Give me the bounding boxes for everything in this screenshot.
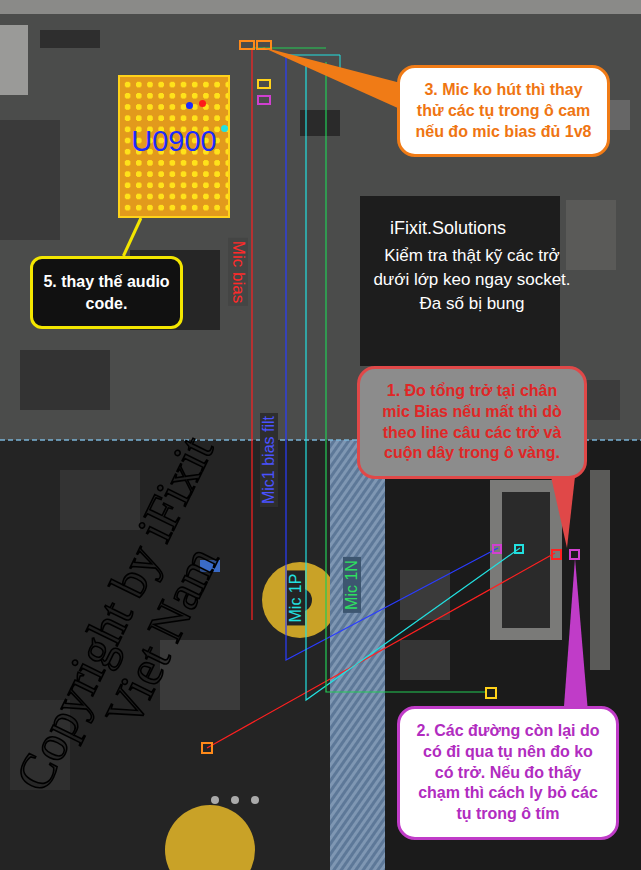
- signal-name: Mic 1N: [343, 557, 361, 613]
- signal-name: Mic1 bias filt: [260, 413, 278, 507]
- callout-box: 3. Mic ko hút thì thay thử các tụ trong …: [397, 65, 610, 157]
- signal-name: Mic bias: [228, 238, 248, 306]
- signal-name: Mic 1P: [287, 571, 305, 626]
- watermark: Copyright by iFixit Viet Nam: [0, 413, 277, 837]
- pin-marker: [221, 125, 228, 132]
- node-text: U0900: [120, 125, 228, 158]
- node-text: 1. Đo tổng trở tại chân mic Bias nếu mất…: [372, 381, 572, 464]
- node-text: 3. Mic ko hút thì thay thử các tụ trong …: [410, 80, 597, 142]
- chip-box: U0900: [118, 75, 230, 218]
- callout-box: 2. Các đường còn lại do có đi qua tụ nên…: [397, 706, 619, 840]
- pin-marker: [186, 102, 193, 109]
- node-text: 2. Các đường còn lại do có đi qua tụ nên…: [412, 721, 604, 825]
- brand-text: iFixit.Solutions: [390, 218, 590, 239]
- callout-box: 1. Đo tổng trở tại chân mic Bias nếu mất…: [357, 366, 587, 479]
- node-text: 5. thay thế audio code.: [43, 271, 170, 314]
- callout-box: 5. thay thế audio code.: [30, 256, 183, 329]
- callout-pointer: [123, 218, 141, 256]
- pin-marker: [199, 100, 206, 107]
- note-text: Kiểm tra thật kỹ các trở dưới lớp keo ng…: [372, 244, 572, 316]
